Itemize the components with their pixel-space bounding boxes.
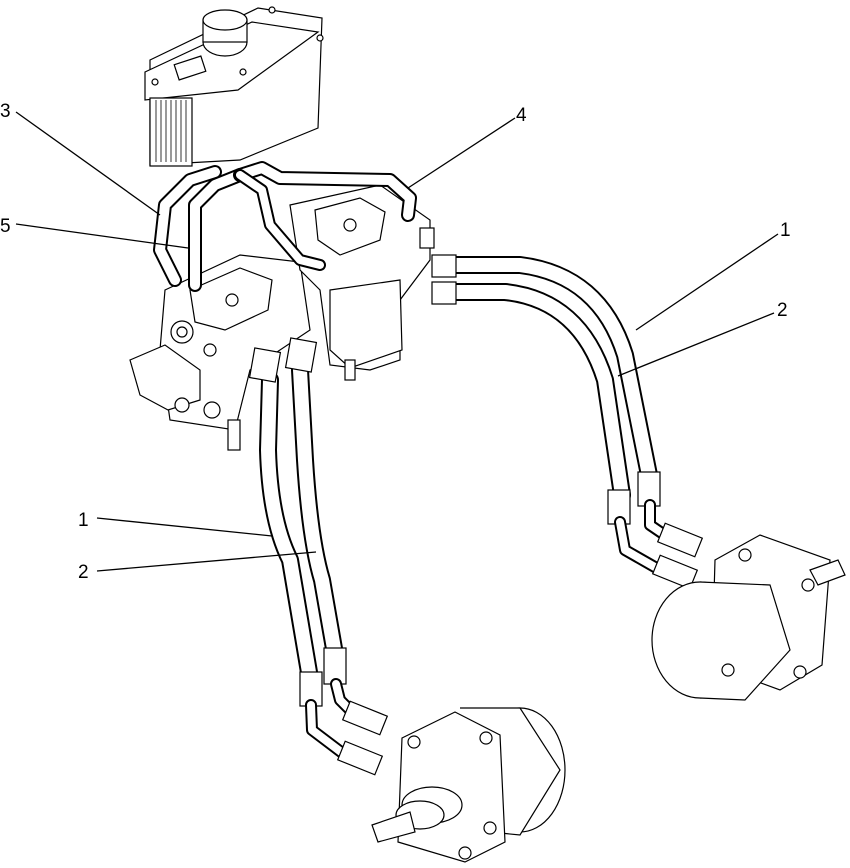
oil-reservoir xyxy=(144,6,324,167)
callout-5: 5 xyxy=(0,216,189,249)
hydrostatic-pump-assembly xyxy=(129,184,435,451)
left-wheel-motor xyxy=(371,707,566,863)
callout-label-5: 5 xyxy=(0,216,11,237)
callout-2-right: 2 xyxy=(617,300,788,377)
callout-label-3: 3 xyxy=(0,101,11,122)
callout-label-1-left: 1 xyxy=(78,510,89,531)
left-drive-hoses xyxy=(248,337,389,776)
callout-1-left: 1 xyxy=(78,510,273,537)
callout-label-2-left: 2 xyxy=(78,562,89,583)
upper-hoses xyxy=(153,161,417,292)
callout-1-right: 1 xyxy=(635,220,791,331)
right-wheel-motor xyxy=(651,534,846,701)
callout-4: 4 xyxy=(407,105,527,189)
callout-label-1-right: 1 xyxy=(780,220,791,241)
callout-label-2-right: 2 xyxy=(777,300,788,321)
right-drive-hoses xyxy=(431,254,704,590)
callout-3: 3 xyxy=(0,101,161,216)
callout-2-left: 2 xyxy=(78,551,317,583)
callout-label-4: 4 xyxy=(516,105,527,126)
